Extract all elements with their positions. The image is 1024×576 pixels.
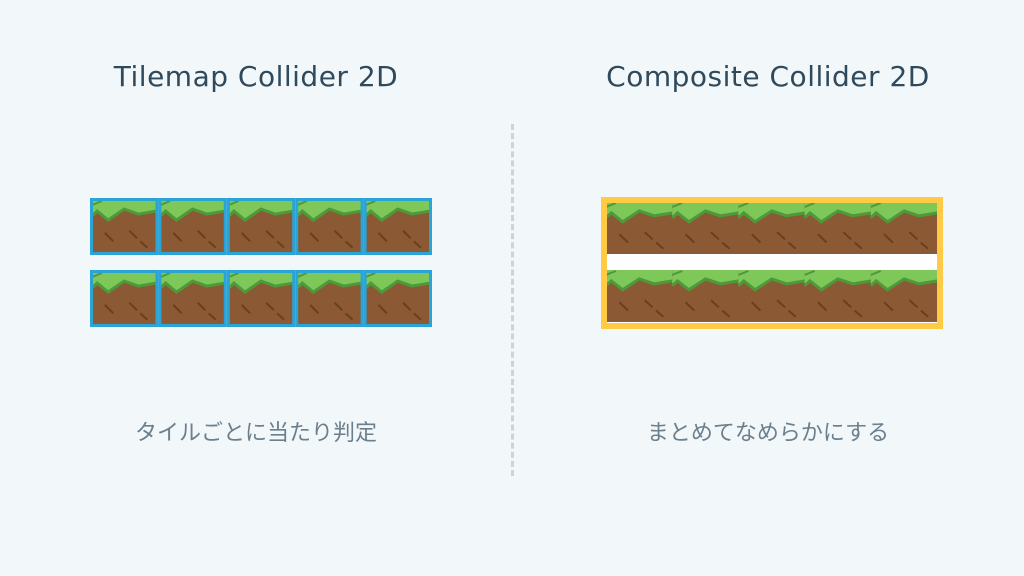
composite-collider-panel: Composite Collider 2D まとめてなめらかにする bbox=[512, 0, 1024, 576]
tilemap-collider-title: Tilemap Collider 2D bbox=[113, 60, 399, 93]
composite-collider-title: Composite Collider 2D bbox=[606, 60, 930, 93]
tilemap-collider-caption: タイルごとに当たり判定 bbox=[134, 421, 377, 446]
panel-divider bbox=[511, 124, 514, 476]
tilemap-collider-panel: Tilemap Collider 2D タイルごとに当たり判定 bbox=[113, 60, 399, 446]
composite-collider-caption: まとめてなめらかにする bbox=[646, 421, 890, 446]
